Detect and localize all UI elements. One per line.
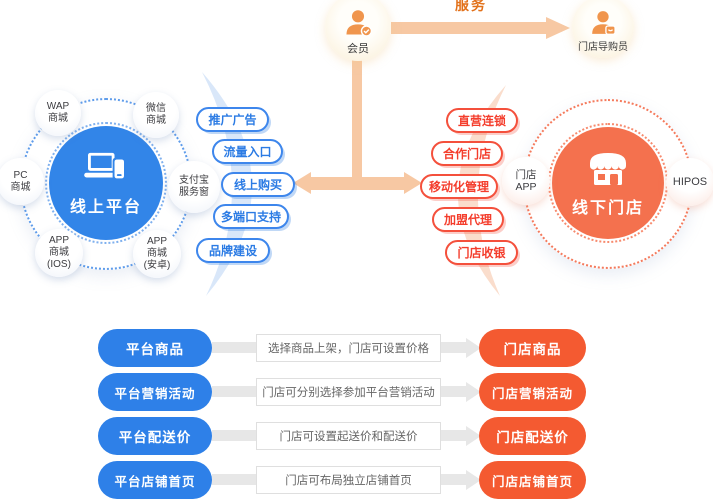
store-icon <box>590 152 626 185</box>
sync-desc-delivery-price: 门店可设置起送价和配送价 <box>256 422 441 450</box>
feature-pill-mobile-management: 移动化管理 <box>420 174 498 199</box>
sync-arrowhead <box>466 338 481 358</box>
sync-bar <box>441 430 467 441</box>
offline-store-title: 线下门店 <box>571 199 644 217</box>
member-to-guide-arrowhead <box>546 17 570 39</box>
center-arrow-shaft <box>309 177 406 190</box>
online-platform-title: 线上平台 <box>69 198 142 216</box>
sync-left-pill-delivery-price: 平台配送价 <box>98 417 212 455</box>
feature-pill-partner-stores: 合作门店 <box>431 141 503 166</box>
sync-left-pill-marketing: 平台营销活动 <box>98 373 212 411</box>
sync-bar <box>212 342 258 353</box>
sync-right-pill-delivery-price: 门店配送价 <box>479 417 586 455</box>
satellite-alipay-window: 支付宝 服务窗 <box>168 161 220 213</box>
offline-store-circle: 线下门店 <box>552 127 664 239</box>
sync-desc-marketing: 门店可分别选择参加平台营销活动 <box>256 378 441 406</box>
guide-node: 门店导购员 <box>572 0 634 58</box>
sync-desc-products: 选择商品上架，门店可设置价格 <box>256 334 441 362</box>
sync-desc-homepage: 门店可布局独立店铺首页 <box>256 466 441 494</box>
member-label: 会员 <box>347 43 369 55</box>
online-platform-inner-dotring <box>45 122 167 244</box>
satellite-app-mall-android: APP 商城 (安卓) <box>133 230 181 278</box>
center-arrowhead-left <box>293 172 311 194</box>
sync-bar <box>441 342 467 353</box>
center-arrowhead-right <box>404 172 422 194</box>
satellite-pc-mall: PC 商城 <box>0 158 44 205</box>
sync-right-pill-homepage: 门店店铺首页 <box>479 461 586 499</box>
feature-pill-franchise-agent: 加盟代理 <box>432 207 504 232</box>
satellite-hipos: HIPOS <box>666 158 713 206</box>
feature-pill-brand-building: 品牌建设 <box>196 238 270 263</box>
guide-icon <box>592 11 616 35</box>
sync-bar <box>212 430 258 441</box>
sync-left-pill-homepage: 平台店铺首页 <box>98 461 212 499</box>
member-down-connector <box>352 56 362 186</box>
devices-icon <box>84 152 126 180</box>
satellite-wechat-mall: 微信 商城 <box>133 92 179 138</box>
sync-right-pill-products: 门店商品 <box>479 329 586 367</box>
feature-pill-traffic-entry: 流量入口 <box>212 139 283 164</box>
satellite-wap-mall: WAP 商城 <box>35 90 81 136</box>
satellite-app-mall-ios: APP 商城 (IOS) <box>35 229 83 277</box>
service-arrow-label: 服务 <box>455 0 487 13</box>
sync-bar <box>441 474 467 485</box>
online-platform-circle: 线上平台 <box>49 126 163 240</box>
feature-pill-store-cashier: 门店收银 <box>445 240 518 265</box>
sync-left-pill-products: 平台商品 <box>98 329 212 367</box>
sync-arrowhead <box>466 470 481 490</box>
feature-pill-direct-chain: 直营连锁 <box>446 108 518 133</box>
satellite-store-app: 门店 APP <box>502 157 550 205</box>
member-to-guide-arrow-shaft <box>391 22 546 34</box>
member-node: 会员 <box>325 0 391 61</box>
sync-bar <box>212 386 258 397</box>
member-icon <box>346 10 373 37</box>
sync-arrowhead <box>466 426 481 446</box>
guide-label: 门店导购员 <box>578 42 628 53</box>
feature-pill-promo-ads: 推广广告 <box>196 107 269 132</box>
sync-bar <box>212 474 258 485</box>
feature-pill-multi-port: 多端口支持 <box>213 204 289 229</box>
sync-right-pill-marketing: 门店营销活动 <box>479 373 586 411</box>
sync-arrowhead <box>466 382 481 402</box>
feature-pill-online-purchase: 线上购买 <box>221 172 295 197</box>
sync-bar <box>441 386 467 397</box>
